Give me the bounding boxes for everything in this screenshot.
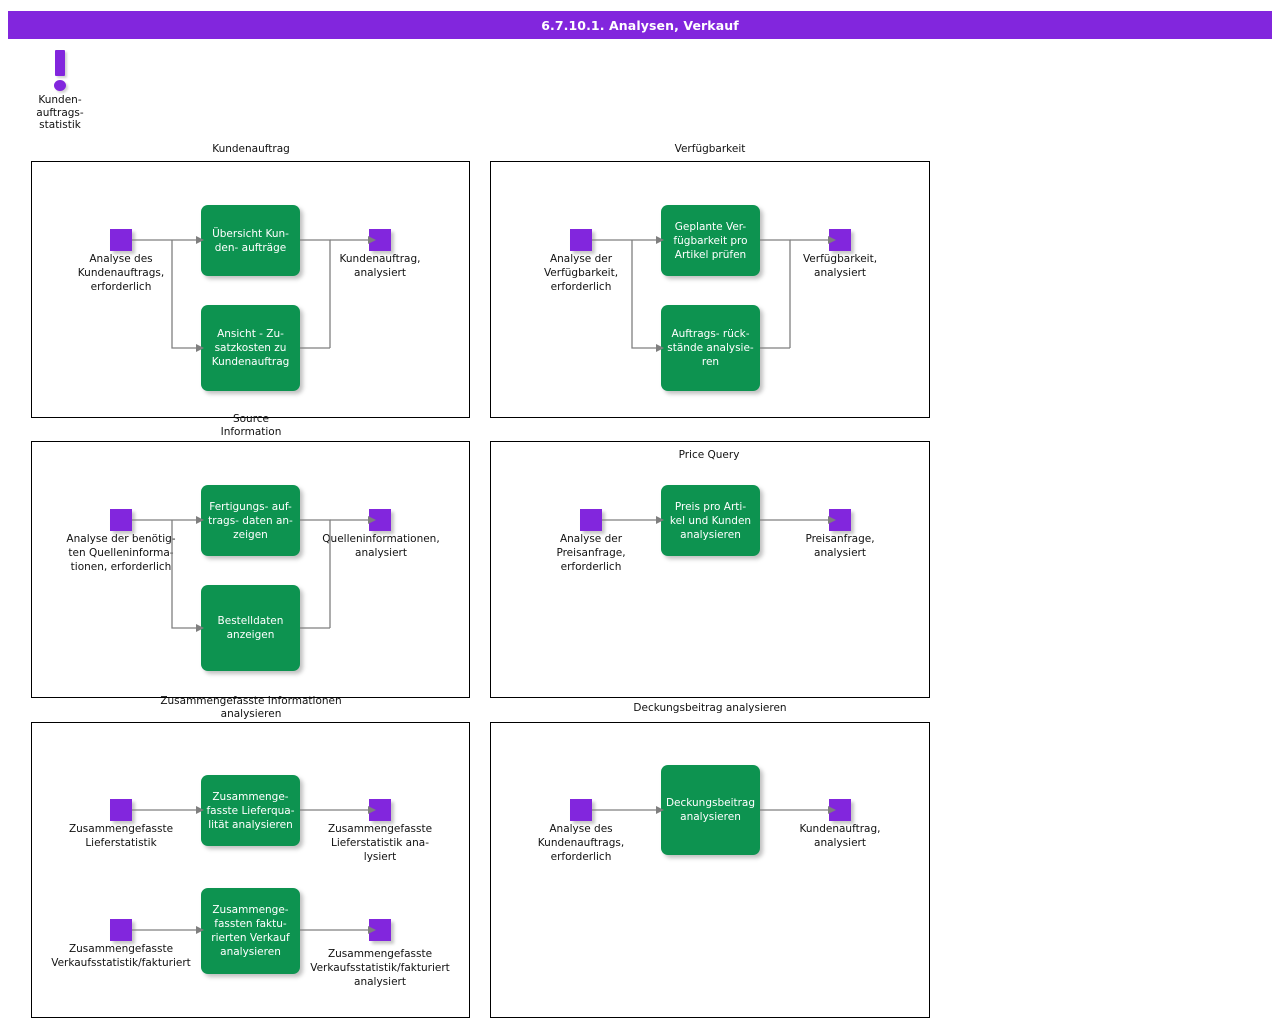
group-title-kundenauftrag: Kundenauftrag — [212, 143, 290, 155]
exclamation-icon — [28, 48, 92, 94]
event-kundenauftrag-start[interactable] — [110, 229, 132, 251]
legend-note: Kunden- auftrags- statistik — [28, 48, 92, 132]
event-source-information-start[interactable] — [110, 509, 132, 531]
function-fakturierten-verkauf-analysieren[interactable]: Zusammenge- fassten faktu- rierten Verka… — [201, 888, 300, 974]
group-title-deckungsbeitrag: Deckungsbeitrag analysieren — [633, 702, 787, 714]
event-price-query-start[interactable] — [580, 509, 602, 531]
function-bestelldaten-anzeigen[interactable]: Bestelldaten anzeigen — [201, 585, 300, 671]
event-label-price-query-start: Analyse der Preisanfrage, erforderlich — [556, 533, 626, 573]
event-verkaufsstatistik-end[interactable] — [369, 919, 391, 941]
event-label-verkaufsstatistik-start: Zusammengefasste Verkaufsstatistik/faktu… — [51, 943, 191, 969]
event-label-kundenauftrag-end: Kundenauftrag, analysiert — [339, 253, 421, 279]
group-title-price-query: Price Query — [678, 449, 740, 461]
function-uebersicht-kundenauftraege[interactable]: Übersicht Kun- den- aufträge — [201, 205, 300, 276]
group-title-zusammengefasste-informationen: Zusammengefasste Informationen analysier… — [160, 695, 342, 720]
event-label-lieferstatistik-start: Zusammengefasste Lieferstatistik — [68, 823, 174, 849]
function-geplante-verfuegbarkeit-pruefen[interactable]: Geplante Ver- fügbarkeit pro Artikel prü… — [661, 205, 760, 276]
event-label-kundenauftrag-start: Analyse des Kundenauftrags, erforderlich — [77, 253, 165, 293]
function-lieferqualitaet-analysieren[interactable]: Zusammenge- fasste Lieferqua- lität anal… — [201, 775, 300, 846]
event-label-source-information-start: Analyse der benötig- ten Quelleninforma-… — [66, 533, 176, 573]
event-label-source-information-end: Quelleninformationen, analysiert — [322, 533, 440, 559]
event-label-price-query-end: Preisanfrage, analysiert — [805, 533, 875, 559]
event-kundenauftrag-end[interactable] — [369, 229, 391, 251]
exclamation-dot — [54, 80, 66, 91]
event-label-lieferstatistik-end: Zusammengefasste Lieferstatistik ana- ly… — [327, 823, 433, 863]
event-source-information-end[interactable] — [369, 509, 391, 531]
group-title-source-information: Source Information — [220, 413, 282, 438]
event-label-verfuegbarkeit-end: Verfügbarkeit, analysiert — [802, 253, 878, 279]
event-label-verfuegbarkeit-start: Analyse der Verfügbarkeit, erforderlich — [543, 253, 619, 293]
event-deckungsbeitrag-end[interactable] — [829, 799, 851, 821]
event-label-verkaufsstatistik-end: Zusammengefasste Verkaufsstatistik/faktu… — [310, 948, 450, 988]
event-deckungsbeitrag-start[interactable] — [570, 799, 592, 821]
exclamation-stem — [55, 50, 65, 76]
group-title-verfuegbarkeit: Verfügbarkeit — [674, 143, 746, 155]
event-verkaufsstatistik-start[interactable] — [110, 919, 132, 941]
function-fertigungsauftragsdaten-anzeigen[interactable]: Fertigungs- auf- trags- daten an- zeigen — [201, 485, 300, 556]
event-label-deckungsbeitrag-end: Kundenauftrag, analysiert — [799, 823, 881, 849]
function-deckungsbeitrag-analysieren[interactable]: Deckungsbeitrag analysieren — [661, 765, 760, 855]
legend-note-label: Kunden- auftrags- statistik — [36, 94, 84, 131]
event-lieferstatistik-end[interactable] — [369, 799, 391, 821]
event-verfuegbarkeit-end[interactable] — [829, 229, 851, 251]
event-price-query-end[interactable] — [829, 509, 851, 531]
event-verfuegbarkeit-start[interactable] — [570, 229, 592, 251]
event-label-deckungsbeitrag-start: Analyse des Kundenauftrags, erforderlich — [537, 823, 625, 863]
window-title-bar: 6.7.10.1. Analysen, Verkauf — [8, 11, 1272, 39]
event-lieferstatistik-start[interactable] — [110, 799, 132, 821]
group-frame-price-query — [490, 441, 930, 698]
page-title: 6.7.10.1. Analysen, Verkauf — [541, 17, 739, 33]
function-auftragsrueckstaende-analysieren[interactable]: Auftrags- rück- stände analysie- ren — [661, 305, 760, 391]
function-ansicht-zusatzkosten[interactable]: Ansicht - Zu- satzkosten zu Kundenauftra… — [201, 305, 300, 391]
function-preis-pro-artikel-und-kunden-analysieren[interactable]: Preis pro Arti- kel und Kunden analysier… — [661, 485, 760, 556]
